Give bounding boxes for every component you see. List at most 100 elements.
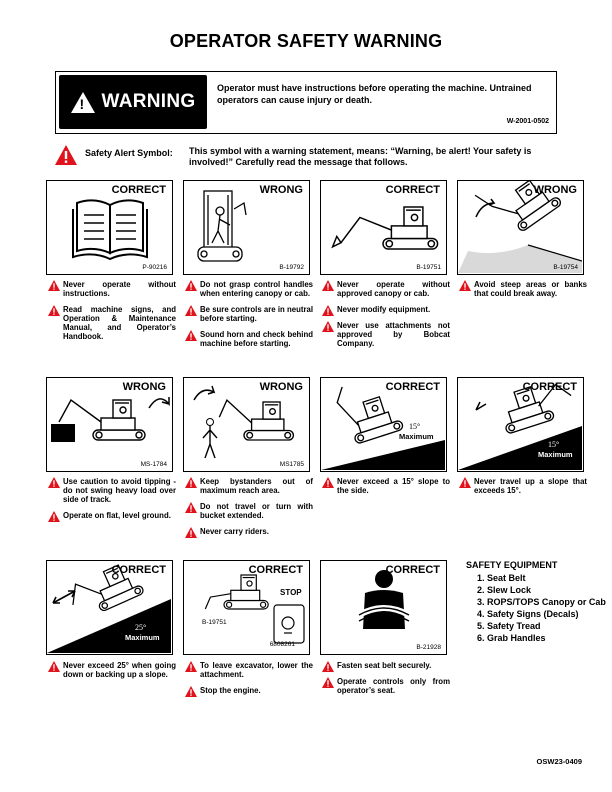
warning-code: W-2001-0502 — [506, 118, 549, 125]
safety-note: Do not travel or turn with bucket extend… — [185, 502, 313, 520]
safety-note: Read machine signs, and Operation & Main… — [48, 305, 176, 341]
safety-alert-icon — [185, 280, 197, 293]
equipment-item: 5. Safety Tread — [477, 621, 541, 631]
safety-note-text: Keep bystanders out of maximum reach are… — [200, 477, 313, 495]
panel-verdict: CORRECT — [385, 564, 440, 576]
safety-note: Avoid steep areas or banks that could br… — [459, 280, 587, 298]
safety-alert-text: This symbol with a warning statement, me… — [189, 146, 532, 167]
panel-notes: Fasten seat belt securely. Operate contr… — [322, 661, 450, 702]
safety-alert-row: Safety Alert Symbol: This symbol with a … — [55, 143, 575, 169]
safety-note-text: Never modify equipment. — [337, 305, 431, 314]
safety-alert-icon — [185, 661, 197, 674]
safety-alert-icon — [322, 661, 334, 674]
safety-note-text: Never carry riders. — [200, 527, 269, 536]
safety-note: Stop the engine. — [185, 686, 313, 697]
safety-note-text: Do not travel or turn with bucket extend… — [200, 502, 313, 520]
panel-verdict: WRONG — [122, 381, 166, 393]
stop-label: STOP — [280, 588, 302, 597]
excavator-uphill-slope-icon — [458, 383, 582, 470]
excavator-with-canopy-icon — [331, 206, 439, 250]
safety-alert-icon — [185, 686, 197, 699]
safety-note-text: Avoid steep areas or banks that could br… — [474, 280, 587, 298]
panel-code: TS-2068A — [137, 644, 167, 651]
panel-code: 6808261 — [269, 641, 295, 648]
panel-code: MS-1784 — [140, 461, 167, 468]
safety-alert-icon — [459, 477, 471, 490]
safety-note: Keep bystanders out of maximum reach are… — [185, 477, 313, 495]
safety-note: Never carry riders. — [185, 527, 313, 538]
safety-alert-icon — [185, 477, 197, 490]
lowered-attachment-stop-icon — [204, 574, 305, 644]
safety-note-text: Never exceed 25° when going down or back… — [63, 661, 176, 679]
safety-note: Sound horn and check behind machine befo… — [185, 330, 313, 348]
safety-note-text: Be sure controls are in neutral before s… — [200, 305, 313, 323]
safety-note: Use caution to avoid tipping - do not sw… — [48, 477, 176, 504]
slope-angle: 25° — [135, 623, 147, 632]
panel-code: B-19756 — [416, 461, 441, 468]
panel-verdict: WRONG — [259, 381, 303, 393]
safety-alert-icon — [185, 527, 197, 540]
safety-note: Never travel up a slope that exceeds 15°… — [459, 477, 587, 495]
panel-code: B-21928 — [416, 644, 441, 651]
safety-alert-label: Safety Alert Symbol: — [85, 148, 173, 158]
panel-notes: Never operate without instructions. Read… — [48, 280, 176, 348]
safety-note-text: Fasten seat belt securely. — [337, 661, 432, 670]
safety-panel: CORRECT B-19751 — [320, 180, 447, 275]
panel-notes: Never operate without approved canopy or… — [322, 280, 450, 355]
panel-notes: Use caution to avoid tipping - do not sw… — [48, 477, 176, 527]
slope-angle: 15° — [409, 422, 421, 431]
safety-equipment: SAFETY EQUIPMENT 1. Seat Belt 2. Slew Lo… — [466, 560, 606, 644]
panel-notes: Never exceed a 15° slope to the side. — [322, 477, 450, 502]
safety-note: Fasten seat belt securely. — [322, 661, 450, 672]
bystander-reach-area-icon — [193, 385, 295, 459]
panel-notes: Never travel up a slope that exceeds 15°… — [459, 477, 587, 502]
warning-text: Operator must have instructions before o… — [217, 83, 532, 105]
page-title: OPERATOR SAFETY WARNING — [169, 31, 443, 51]
safety-equipment-heading: SAFETY EQUIPMENT — [466, 560, 558, 570]
excavator-side-slope-icon — [321, 386, 445, 470]
safety-alert-icon — [48, 477, 60, 490]
panel-verdict: CORRECT — [111, 184, 166, 196]
manual-book-icon — [72, 199, 148, 261]
safety-alert-icon — [185, 502, 197, 515]
slope-angle: 15° — [548, 440, 560, 449]
safety-note: Never use attachments not approved by Bo… — [322, 321, 450, 348]
panel-code-left: B-19751 — [202, 619, 227, 626]
safety-alert-icon — [48, 661, 60, 674]
warning-label-block: WARNING — [59, 75, 207, 129]
panel-code: MS-1786 — [551, 461, 578, 468]
safety-note-text: Never operate without instructions. — [63, 280, 176, 298]
safety-note: Never operate without approved canopy or… — [322, 280, 450, 298]
warning-word: WARNING — [101, 91, 196, 112]
warning-triangle-icon — [70, 91, 95, 113]
safety-note-text: To leave excavator, lower the attachment… — [200, 661, 313, 679]
panel-notes: To leave excavator, lower the attachment… — [185, 661, 313, 702]
operator-climbing-canopy-icon — [197, 190, 247, 262]
safety-alert-icon — [55, 145, 77, 165]
safety-note-text: Never exceed a 15° slope to the side. — [337, 477, 450, 495]
panel-verdict: CORRECT — [385, 184, 440, 196]
safety-note-text: Use caution to avoid tipping - do not sw… — [63, 477, 176, 504]
panel-verdict: WRONG — [259, 184, 303, 196]
excavator-25-slope-icon — [47, 564, 171, 653]
footer-code: OSW23-0409 — [536, 757, 582, 766]
seat-belt-operator-icon — [357, 570, 411, 629]
safety-alert-icon — [48, 305, 60, 318]
safety-alert-icon — [322, 677, 334, 690]
panel-code: B-19751 — [416, 264, 441, 271]
equipment-item: 1. Seat Belt — [477, 573, 526, 583]
panel-notes: Keep bystanders out of maximum reach are… — [185, 477, 313, 543]
excavator-tipping-bank-icon — [458, 181, 582, 273]
safety-note: Never exceed a 15° slope to the side. — [322, 477, 450, 495]
panel-code: B-19792 — [279, 264, 304, 271]
panel-notes: Avoid steep areas or banks that could br… — [459, 280, 587, 305]
safety-note: Be sure controls are in neutral before s… — [185, 305, 313, 323]
safety-note: Never exceed 25° when going down or back… — [48, 661, 176, 679]
safety-note-text: Never operate without approved canopy or… — [337, 280, 450, 298]
safety-alert-icon — [322, 305, 334, 318]
panel-verdict: CORRECT — [385, 381, 440, 393]
